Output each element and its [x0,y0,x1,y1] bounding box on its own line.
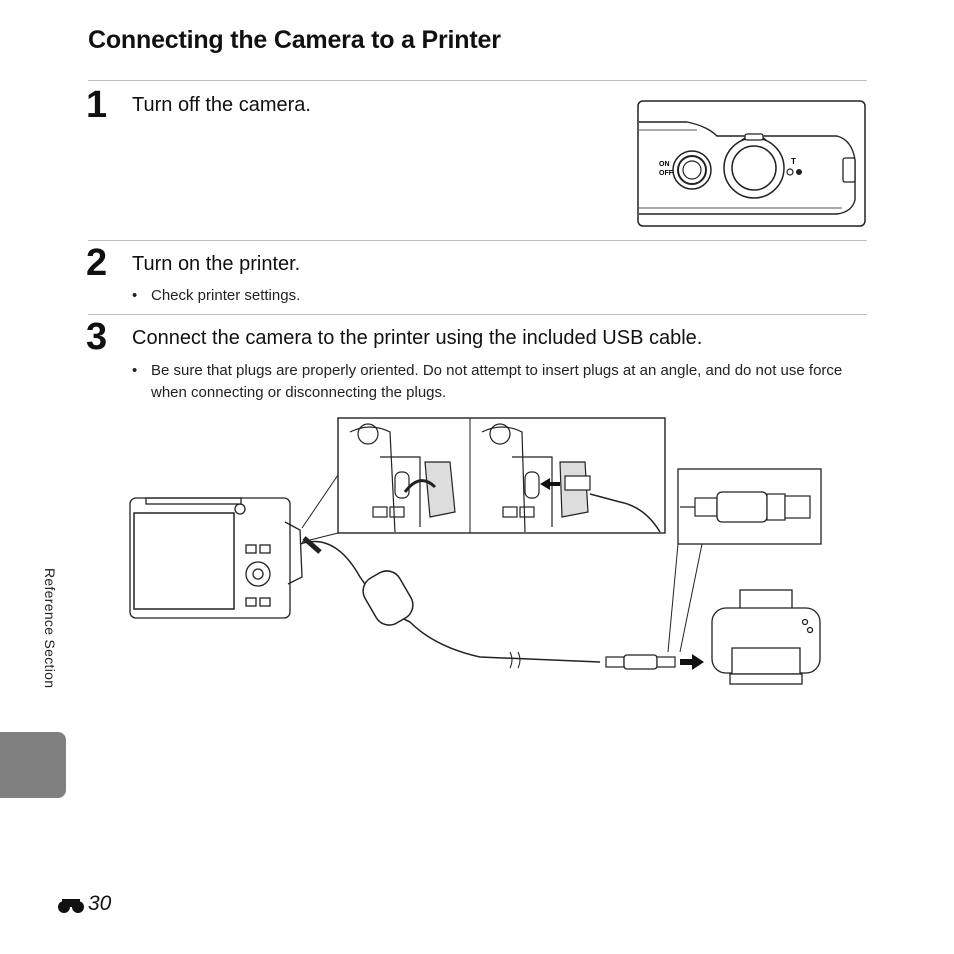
step-3-text: Connect the camera to the printer using … [132,327,703,349]
camera-top-illustration: ON OFF T [637,100,866,227]
step-1-text: Turn off the camera. [132,94,311,116]
section-side-label: Reference Section [42,568,58,689]
divider [88,314,867,315]
power-label-off: OFF [659,170,674,177]
step-3-number: 3 [86,316,108,358]
step-3-bullet: •Be sure that plugs are properly oriente… [132,362,843,401]
divider [88,240,867,241]
step-1-number: 1 [86,84,108,126]
step-2-number: 2 [86,242,108,284]
section-tab [0,732,66,798]
divider [88,80,867,81]
zoom-label: T [791,157,796,166]
reference-section-icon [58,899,84,913]
step-2-text: Turn on the printer. [132,253,301,275]
step-2-bullet: •Check printer settings. [132,287,301,304]
page-title: Connecting the Camera to a Printer [88,26,501,54]
power-label-on: ON [659,161,670,168]
usb-connection-illustration [129,417,822,685]
